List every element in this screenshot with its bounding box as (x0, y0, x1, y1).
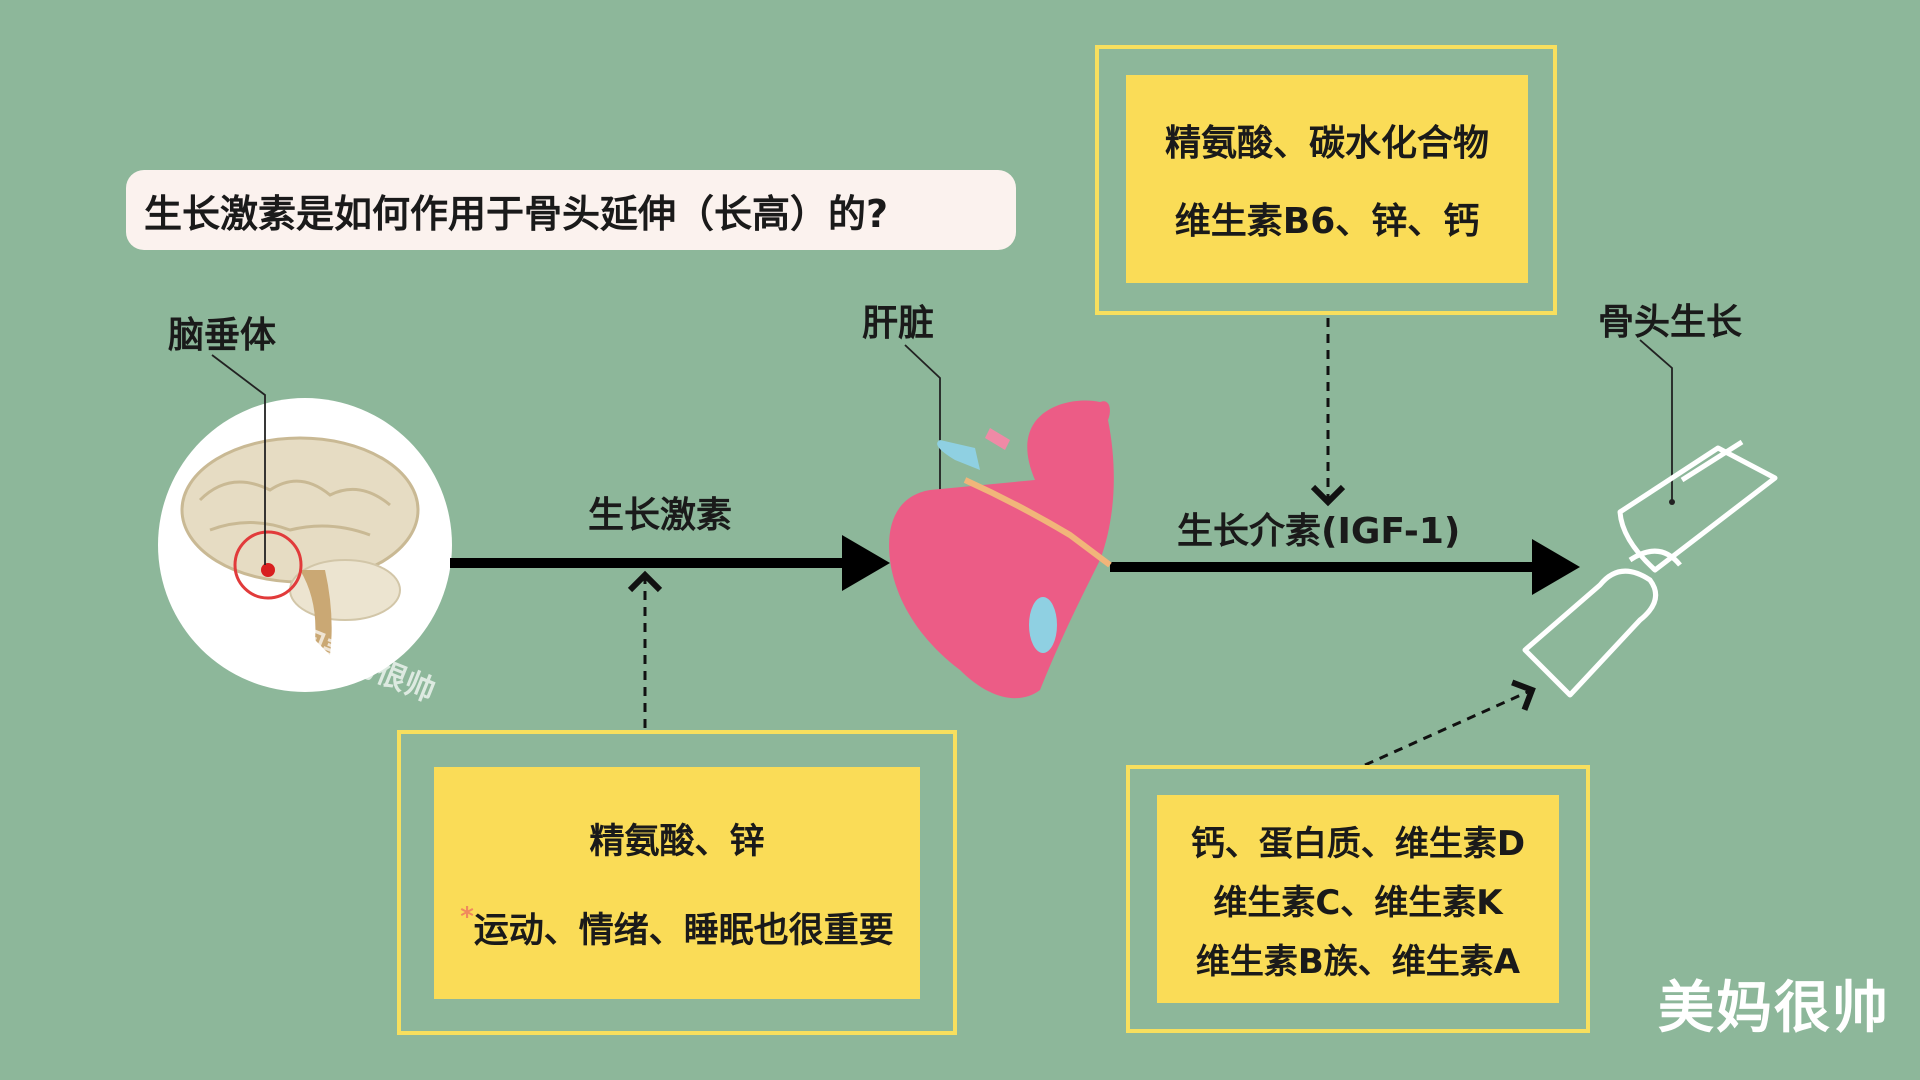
growth-hormone-label: 生长激素 (588, 495, 733, 536)
top-panel-line-1: 精氨酸、碳水化合物 (1164, 123, 1489, 164)
liver-illustration (889, 400, 1114, 699)
page-title-text: 生长激素是如何作用于骨头延伸（长高）的? (144, 191, 889, 236)
bottom-left-line-1: 精氨酸、锌 (589, 822, 765, 862)
bottom-left-line-2: 运动、情绪、睡眠也很重要 (473, 911, 894, 951)
bottom-left-line-2-wrap: *运动、情绪、睡眠也很重要 (460, 902, 894, 953)
bottom-left-nutrient-panel: 精氨酸、锌 *运动、情绪、睡眠也很重要 (434, 767, 920, 999)
bottom-left-nutrient-frame (397, 730, 957, 1035)
top-panel-line-2: 维生素B6、锌、钙 (1174, 201, 1480, 242)
liver-leader (904, 344, 941, 515)
bone-leader (1639, 339, 1673, 502)
bottom-right-line-3: 维生素B族、维生素A (1195, 941, 1521, 982)
liver-label: 肝脏 (862, 303, 935, 344)
bone-growth-label: 骨头生长 (1598, 302, 1743, 343)
igf-label: 生长介素(IGF-1) (1177, 511, 1461, 552)
star-icon: * (460, 902, 474, 932)
brain-illustration (158, 398, 452, 692)
bottom-right-line-1: 钙、蛋白质、维生素D (1190, 823, 1526, 864)
growth-hormone-arrow (450, 535, 890, 591)
pituitary-label: 脑垂体 (168, 315, 277, 356)
corner-watermark: 美妈很帅 (1658, 976, 1890, 1041)
igf-arrow (1110, 539, 1580, 595)
page-title: 生长激素是如何作用于骨头延伸（长高）的? (126, 170, 1016, 250)
top-nutrient-panel: 精氨酸、碳水化合物 维生素B6、锌、钙 (1126, 75, 1528, 283)
bottom-right-line-2: 维生素C、维生素K (1213, 882, 1503, 923)
bottom-right-nutrient-panel: 钙、蛋白质、维生素D 维生素C、维生素K 维生素B族、维生素A (1157, 795, 1559, 1003)
bottom-right-nutrient-frame (1126, 765, 1590, 1033)
pituitary-leader (211, 354, 266, 565)
top-nutrient-frame (1095, 45, 1557, 315)
dashed-arrow-from-bottom-right (1364, 679, 1536, 767)
bone-joint-illustration (1522, 439, 1778, 698)
